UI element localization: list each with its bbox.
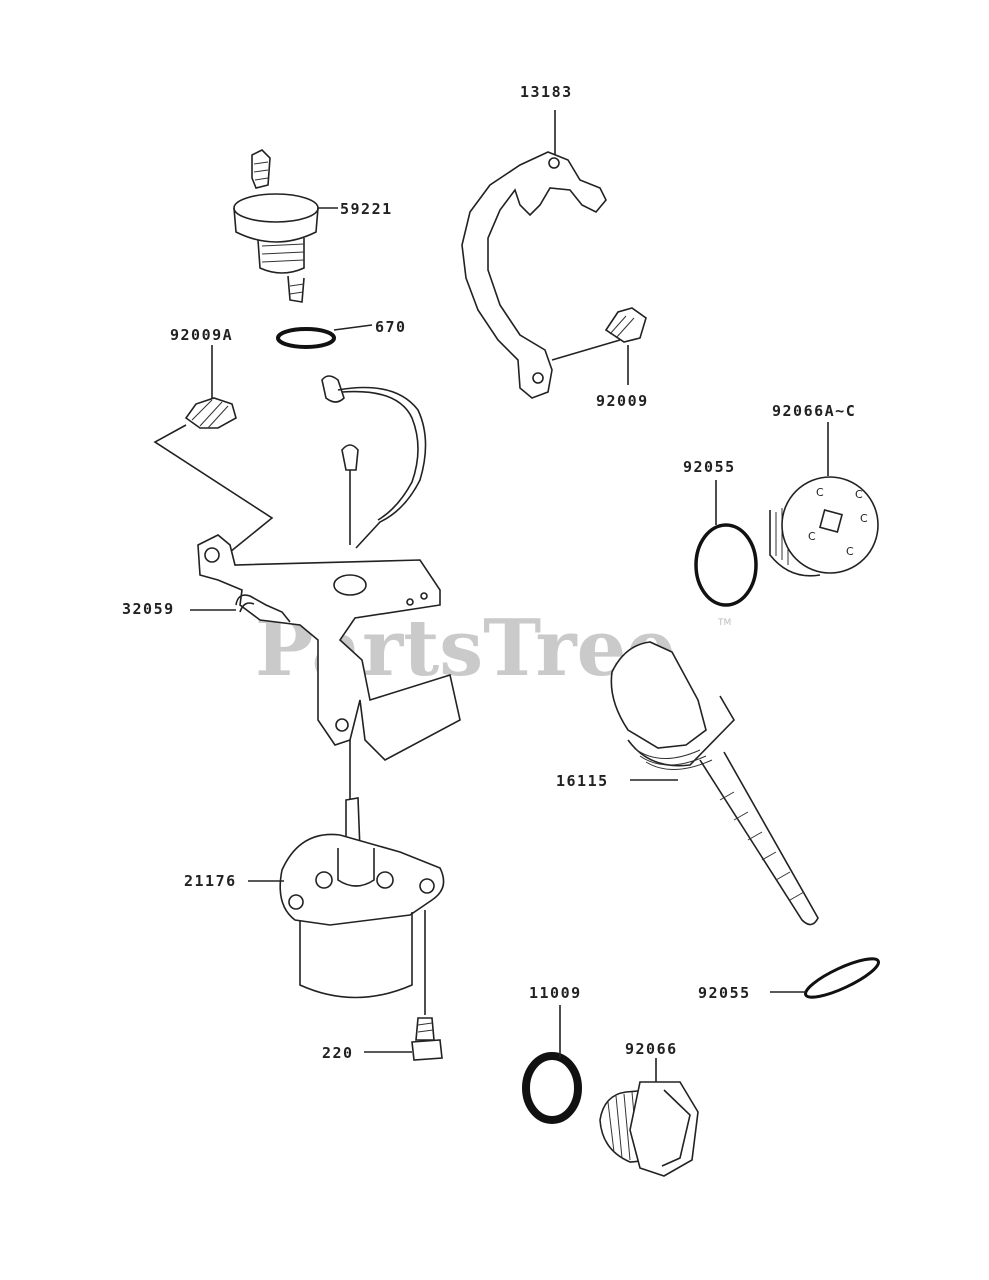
label-670: 670 (375, 318, 407, 336)
label-13183: 13183 (520, 83, 573, 101)
label-11009: 11009 (529, 984, 582, 1002)
plug-cap-drawing: C C C C C (769, 422, 879, 577)
watermark-tm: TM (717, 618, 731, 628)
svg-text:C: C (808, 530, 816, 543)
label-21176: 21176 (184, 872, 237, 890)
label-220: 220 (322, 1044, 354, 1062)
drain-plug-drawing (599, 1058, 699, 1177)
label-92055-lower: 92055 (698, 984, 751, 1002)
mount-bracket-drawing (197, 375, 461, 800)
svg-text:C: C (860, 512, 868, 525)
label-92066: 92066 (625, 1040, 678, 1058)
label-16115: 16115 (556, 772, 609, 790)
label-92055-upper: 92055 (683, 458, 736, 476)
label-59221: 59221 (340, 200, 393, 218)
gasket-drawing (522, 1005, 582, 1124)
dipstick-drawing (610, 641, 819, 926)
label-32059: 32059 (122, 600, 175, 618)
fuel-valve-drawing (233, 149, 338, 303)
label-92066A-C: 92066A~C (772, 402, 856, 420)
o-ring-upper-drawing (694, 480, 758, 607)
svg-text:C: C (855, 488, 863, 501)
label-92009: 92009 (596, 392, 649, 410)
bolt-a-drawing (153, 345, 274, 553)
sensor-switch-drawing (279, 797, 445, 1015)
clamp-drawing (235, 594, 291, 623)
o-ring-lower-drawing (770, 957, 880, 999)
bolt-drawing (551, 307, 647, 385)
svg-text:C: C (816, 486, 824, 499)
bracket-drawing (461, 110, 607, 399)
o-ring-small-drawing (276, 324, 373, 349)
svg-text:C: C (846, 545, 854, 558)
label-92009A: 92009A (170, 326, 233, 344)
screw-drawing (364, 1017, 443, 1061)
